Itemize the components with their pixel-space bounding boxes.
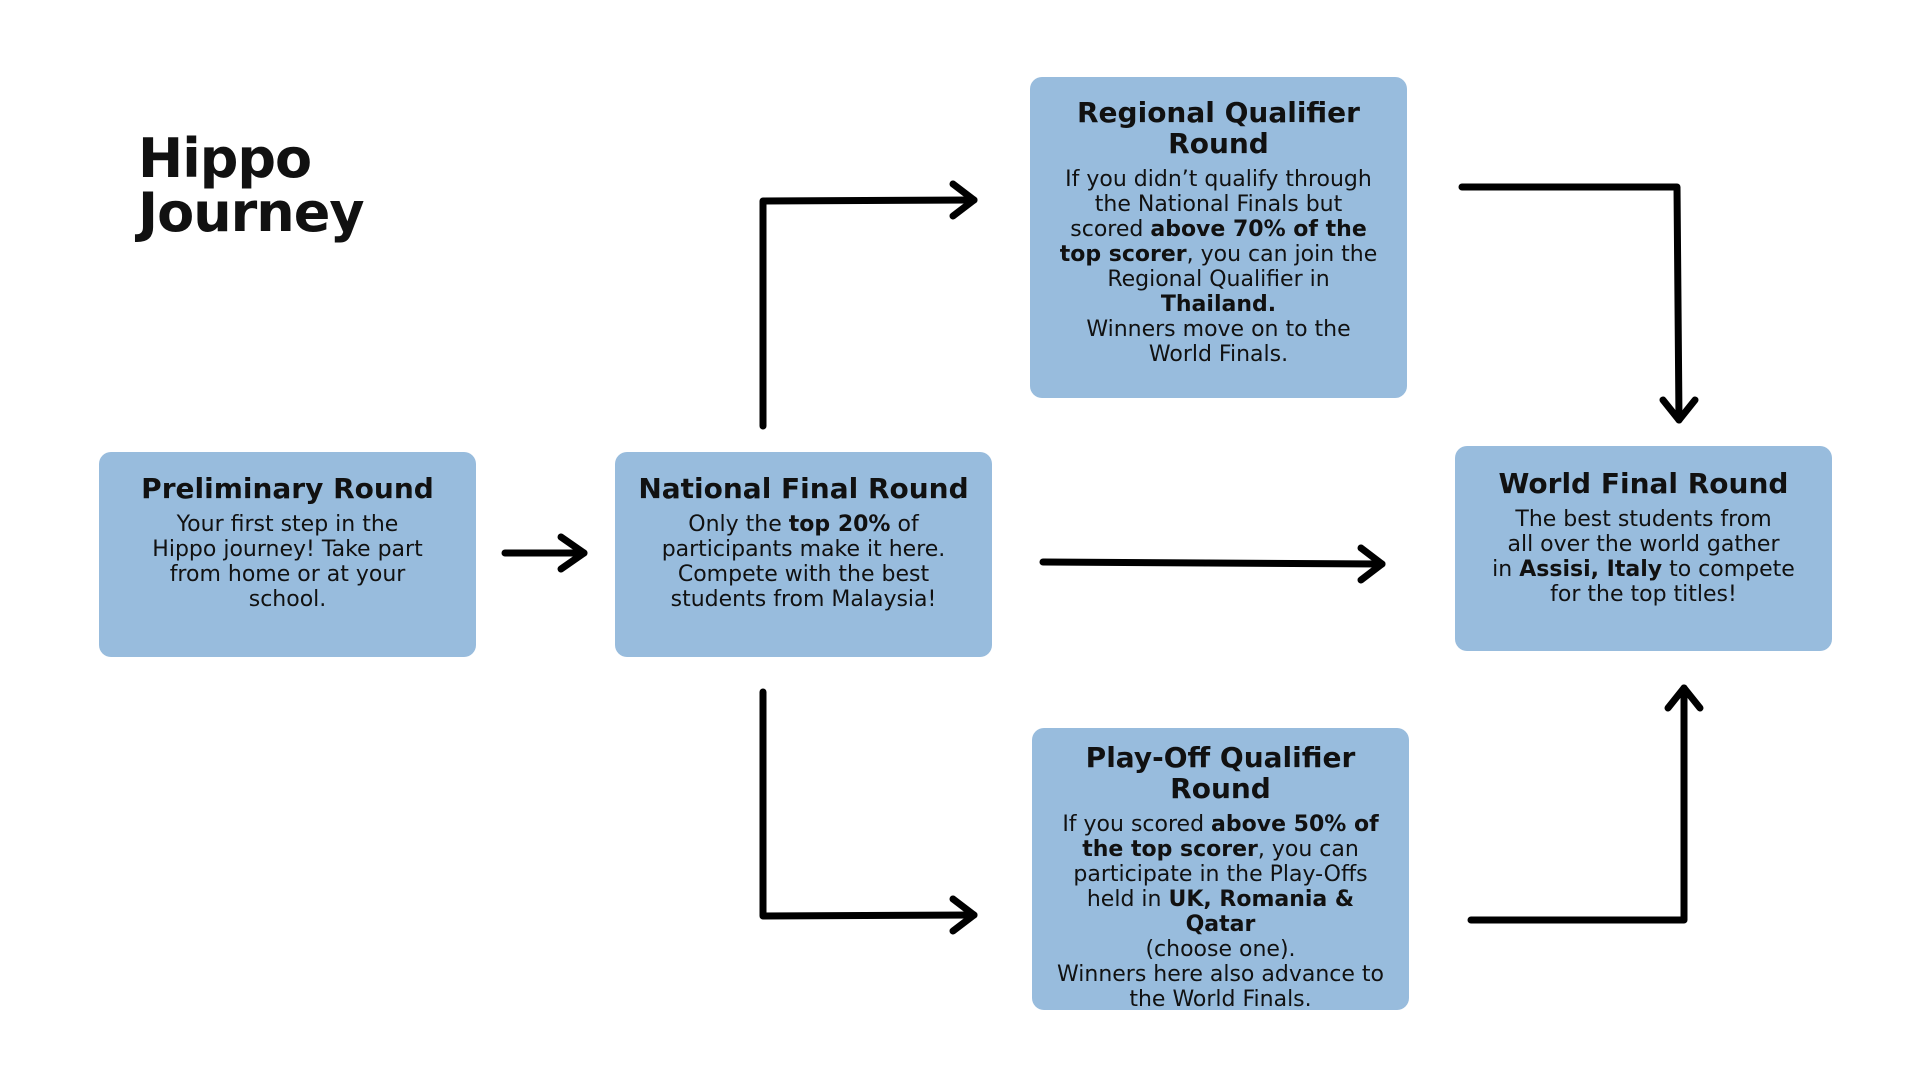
text-run: Compete with the best [677,562,930,587]
node-title-line: Play-Off Qualifier [1085,741,1356,774]
node-title-line: Round [1170,772,1271,805]
node-title: Play-Off Qualifier Round [1054,742,1387,804]
bold-text: Thailand. [1160,292,1277,317]
text-run: The best students from [1515,507,1772,532]
description-line: the National Finals but [1052,192,1385,217]
text-run: Winners here also advance to [1057,962,1384,987]
description-line: Hippo journey! Take part [121,537,454,562]
text-run: Your first step in the [176,512,399,537]
bold-text: top 20% [788,512,891,537]
node-title-line: Round [1168,127,1269,160]
bold-text: Assisi, Italy [1519,557,1663,582]
bold-text: above 50% of [1211,812,1379,837]
diagram-title: Hippo Journey [138,127,365,244]
node-playoff-qualifier-round: Play-Off Qualifier Round If you scored a… [1032,728,1409,1012]
node-national-final-round: National Final Round Only the top 20% of… [615,452,992,657]
arrow-playoff-to-world [1467,684,1704,924]
text-run: participate in the Play-Offs [1073,862,1368,887]
text-run: students from Malaysia! [670,587,937,612]
description-line: from home or at your [121,562,454,587]
description-line: the World Finals. [1054,987,1387,1012]
arrow-preliminary-to-national [501,533,588,573]
node-title: Regional Qualifier Round [1052,97,1385,159]
bold-text: above 70% of the [1150,217,1367,242]
description-line: Only the top 20% of [637,512,970,537]
description-line: Winners move on to the [1052,317,1385,342]
description-line: students from Malaysia! [637,587,970,612]
text-run: If you scored [1062,812,1212,837]
node-regional-qualifier-round: Regional Qualifier Round If you didn’t q… [1030,77,1407,398]
text-run: Regional Qualifier in [1107,267,1330,292]
description-line: Thailand. [1052,292,1385,317]
description-line: If you didn’t qualify through [1052,167,1385,192]
text-run: World Finals. [1148,342,1289,367]
description-line: participants make it here. [637,537,970,562]
text-run: scored [1070,217,1151,242]
text-run: Hippo journey! Take part [152,537,423,562]
text-run: Only the [688,512,789,537]
description-line: for the top titles! [1477,582,1810,607]
text-run: , you can [1257,837,1359,862]
text-run: the World Finals. [1129,987,1312,1012]
description-line: top scorer, you can join the [1052,242,1385,267]
text-run: participants make it here. [661,537,946,562]
arrow-national-to-world [1039,544,1386,584]
description-line: school. [121,587,454,612]
text-run: (choose one). [1145,937,1296,962]
description-line: If you scored above 50% of [1054,812,1387,837]
description-line: The best students from [1477,507,1810,532]
text-run: for the top titles! [1550,582,1737,607]
text-run: to compete [1662,557,1795,582]
node-title: National Final Round [638,472,969,505]
description-line: (choose one). [1054,937,1387,962]
description-line: Regional Qualifier in [1052,267,1385,292]
arrow-regional-to-world [1458,183,1699,424]
node-title: World Final Round [1498,467,1789,500]
text-run: Winners move on to the [1086,317,1351,342]
title-line-2: Journey [138,181,365,244]
text-run: all over the world gather [1507,532,1780,557]
text-run: from home or at your [169,562,406,587]
arrow-national-to-playoff [759,688,978,935]
arrow-national-to-regional [759,180,978,430]
title-line-1: Hippo [138,127,312,190]
node-preliminary-round: Preliminary Round Your first step in the… [99,452,476,657]
bold-text: the top scorer [1082,837,1258,862]
text-run: school. [248,587,327,612]
node-title: Preliminary Round [141,472,434,505]
node-title-line: Regional Qualifier [1077,96,1360,129]
description-line: participate in the Play-Offs [1054,862,1387,887]
text-run: , you can join the [1186,242,1378,267]
bold-text: UK, Romania & Qatar [1168,887,1355,937]
description-line: in Assisi, Italy to compete [1477,557,1810,582]
node-world-final-round: World Final Round The best students from… [1455,446,1832,651]
description-line: the top scorer, you can [1054,837,1387,862]
description-line: scored above 70% of the [1052,217,1385,242]
text-run: of [890,512,919,537]
description-line: all over the world gather [1477,532,1810,557]
text-run: held in [1086,887,1169,912]
description-line: World Finals. [1052,342,1385,367]
bold-text: top scorer [1059,242,1187,267]
text-run: in [1492,557,1520,582]
description-line: held in UK, Romania & Qatar [1054,887,1387,937]
text-run: If you didn’t qualify through [1065,167,1372,192]
description-line: Winners here also advance to [1054,962,1387,987]
text-run: the National Finals but [1094,192,1343,217]
description-line: Compete with the best [637,562,970,587]
description-line: Your first step in the [121,512,454,537]
